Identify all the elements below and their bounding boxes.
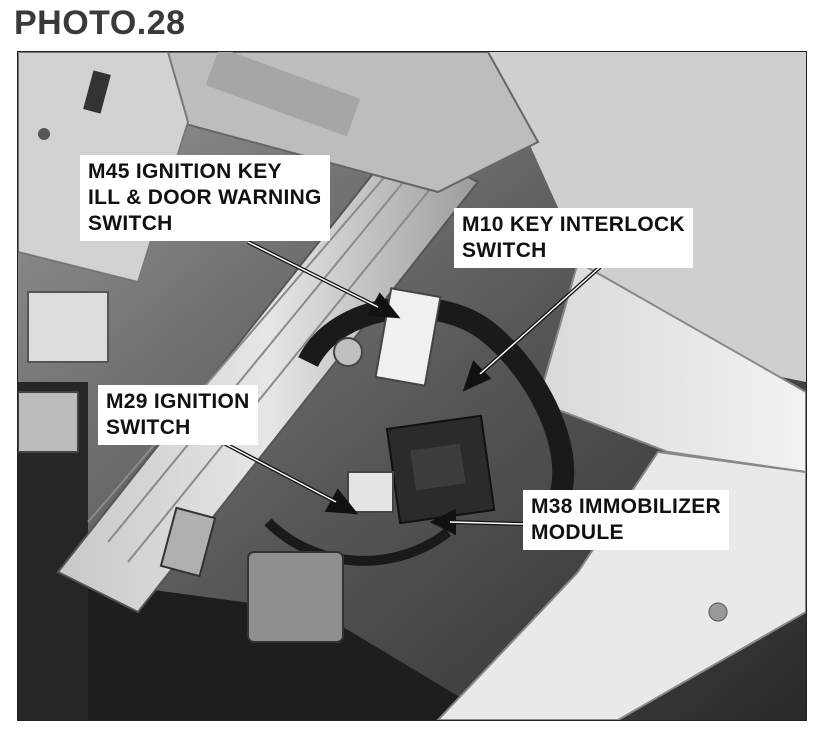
callout-m10-key-interlock-switch: M10 KEY INTERLOCK SWITCH [454, 208, 693, 268]
callout-m45-ignition-key-ill-door-warning-switch: M45 IGNITION KEY ILL & DOOR WARNING SWIT… [80, 155, 330, 241]
steering-column-photo: M45 IGNITION KEY ILL & DOOR WARNING SWIT… [17, 51, 807, 721]
photo-title: PHOTO.28 [14, 4, 186, 42]
callout-m38-immobilizer-module: M38 IMMOBILIZER MODULE [523, 490, 730, 550]
callout-m29-ignition-switch: M29 IGNITION SWITCH [98, 385, 258, 445]
photo-scene [18, 52, 806, 720]
